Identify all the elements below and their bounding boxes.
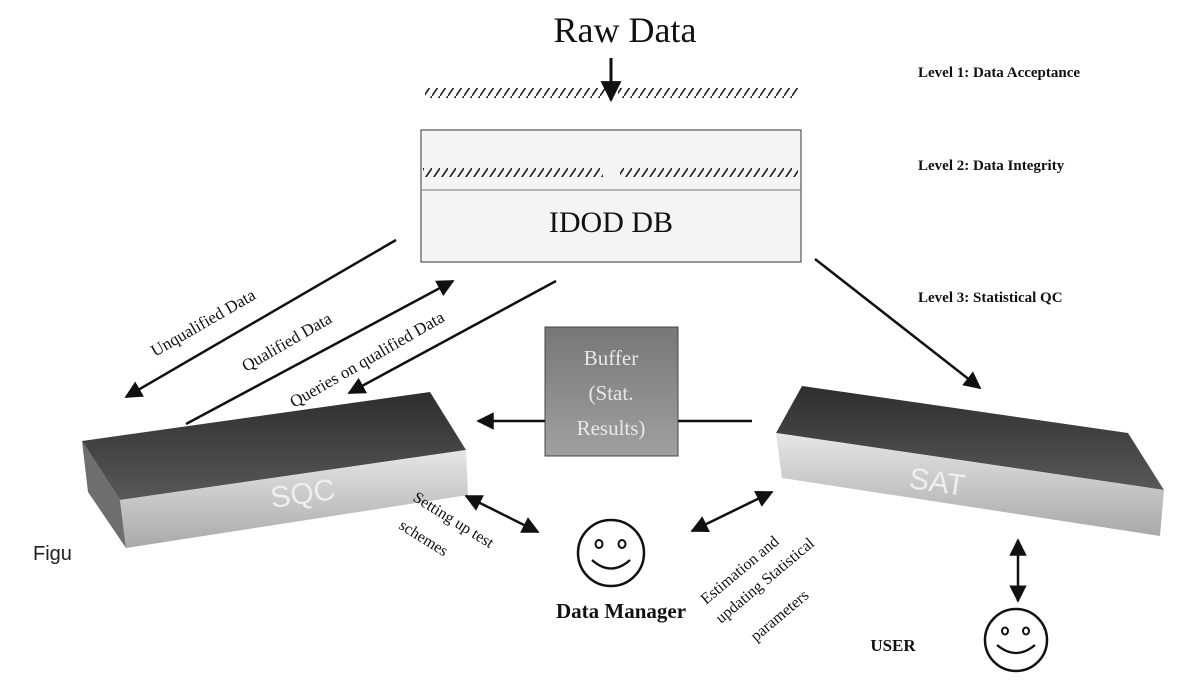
sat-manager-double-arrow xyxy=(690,490,774,533)
buffer-line-2: (Stat. xyxy=(589,381,634,405)
sat-label: SAT xyxy=(907,462,967,502)
sqc-manager-double-arrow xyxy=(464,494,540,534)
level2-filter-right xyxy=(620,168,798,177)
level-3-label: Level 3: Statistical QC xyxy=(918,290,1063,306)
qualified-data-arrow xyxy=(185,279,455,426)
idod-db-box: IDOD DB xyxy=(420,129,802,263)
sat-module: SAT xyxy=(776,386,1164,536)
level-1-label: Level 1: Data Acceptance xyxy=(918,65,1080,81)
smiley-face-icon xyxy=(576,518,646,588)
level1-filter-right xyxy=(618,88,798,98)
raw-data-title: Raw Data xyxy=(554,10,697,50)
sqc-module: SQC xyxy=(82,392,468,548)
figure-caption-fragment: Figu xyxy=(33,543,72,565)
buffer-line-1: Buffer xyxy=(584,346,638,370)
level1-filter-left xyxy=(425,88,605,98)
db-to-sat-arrow xyxy=(814,258,982,390)
buffer-box: Buffer (Stat. Results) xyxy=(544,326,679,457)
buffer-line-3: Results) xyxy=(577,416,646,440)
unqualified-data-arrow xyxy=(124,238,397,399)
user-label: USER xyxy=(870,636,916,655)
smiley-face-icon xyxy=(983,607,1049,673)
level2-filter-left xyxy=(423,168,603,177)
data-manager-label: Data Manager xyxy=(556,599,686,623)
queries-arrow xyxy=(347,279,557,395)
unqualified-data-label: Unqualified Data xyxy=(148,285,260,360)
idod-db-label: IDOD DB xyxy=(549,206,673,239)
level-2-label: Level 2: Data Integrity xyxy=(918,158,1065,174)
qualified-data-label: Qualified Data xyxy=(239,309,336,376)
